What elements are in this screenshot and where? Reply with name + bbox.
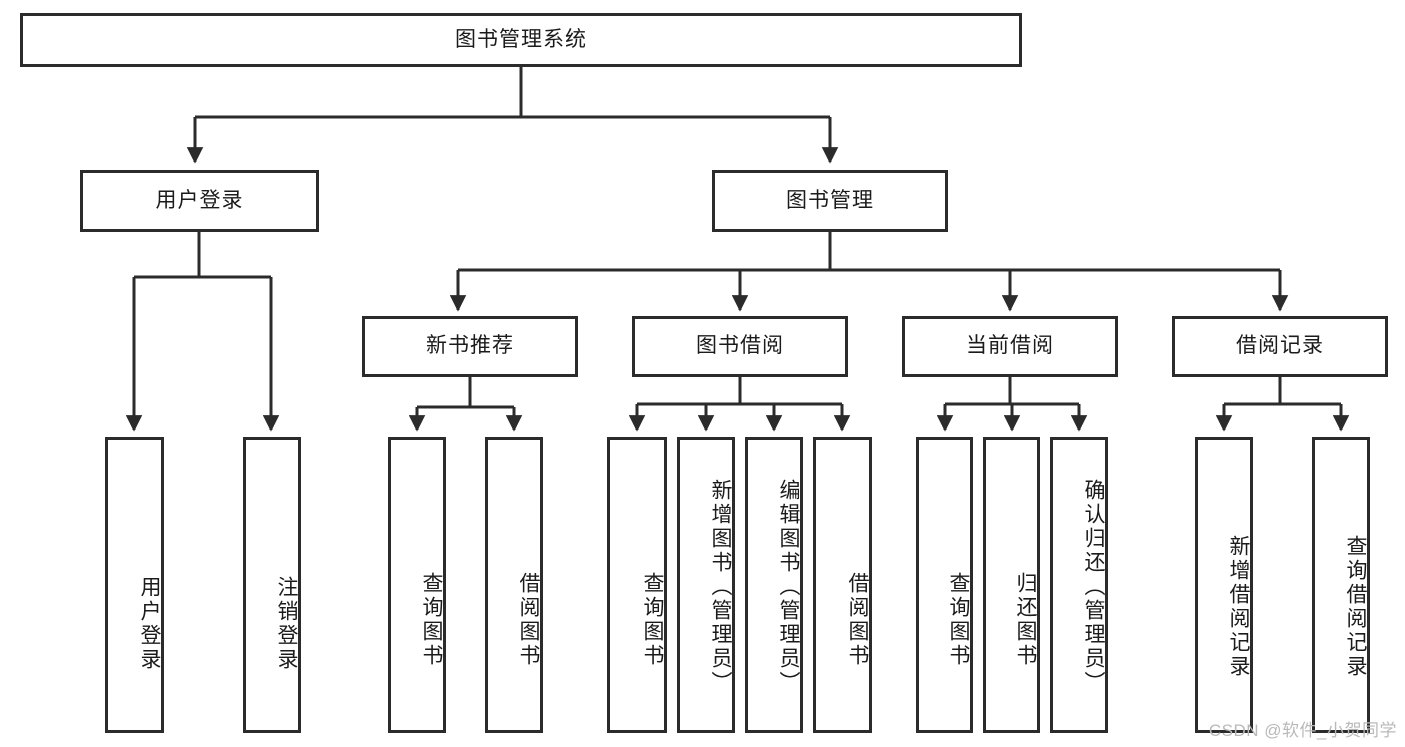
watermark: CSDN @软件_小贺同学 bbox=[1208, 721, 1397, 740]
leaf-query-book-borrow[interactable]: 查询图书 bbox=[607, 437, 667, 733]
leaf-return-book-label: 归还图书 bbox=[1014, 572, 1037, 668]
leaf-return-book[interactable]: 归还图书 bbox=[983, 437, 1040, 733]
leaf-edit-book-admin-label: 编辑图书（管理员） bbox=[777, 479, 800, 695]
node-new-book-recommend[interactable]: 新书推荐 bbox=[362, 316, 578, 377]
node-book-management[interactable]: 图书管理 bbox=[712, 170, 948, 232]
leaf-add-book-admin-label: 新增图书（管理员） bbox=[709, 479, 732, 695]
node-borrow-record-label: 借阅记录 bbox=[1236, 334, 1324, 358]
leaf-query-book-current[interactable]: 查询图书 bbox=[916, 437, 973, 733]
leaf-add-borrow-record-label: 新增借阅记录 bbox=[1227, 535, 1250, 679]
node-book-management-label: 图书管理 bbox=[786, 188, 874, 212]
node-book-borrow[interactable]: 图书借阅 bbox=[632, 316, 848, 377]
leaf-add-borrow-record[interactable]: 新增借阅记录 bbox=[1195, 437, 1253, 733]
leaf-borrow-book[interactable]: 借阅图书 bbox=[813, 437, 872, 733]
leaf-confirm-return-admin-label: 确认归还（管理员） bbox=[1082, 479, 1105, 695]
leaf-query-borrow-record[interactable]: 查询借阅记录 bbox=[1312, 437, 1370, 733]
node-current-borrow[interactable]: 当前借阅 bbox=[902, 316, 1118, 377]
node-root-label: 图书管理系统 bbox=[455, 27, 587, 51]
leaf-user-login[interactable]: 用户登录 bbox=[105, 437, 164, 733]
leaf-confirm-return-admin[interactable]: 确认归还（管理员） bbox=[1050, 437, 1108, 733]
leaf-user-login-label: 用户登录 bbox=[138, 576, 161, 672]
node-user-login[interactable]: 用户登录 bbox=[80, 170, 319, 232]
node-user-login-label: 用户登录 bbox=[155, 188, 244, 212]
leaf-borrow-book-recommend[interactable]: 借阅图书 bbox=[485, 437, 543, 733]
leaf-query-book-recommend-label: 查询图书 bbox=[420, 572, 443, 668]
leaf-query-book-recommend[interactable]: 查询图书 bbox=[388, 437, 446, 733]
leaf-query-book-current-label: 查询图书 bbox=[947, 572, 970, 668]
leaf-query-book-borrow-label: 查询图书 bbox=[641, 572, 664, 668]
leaf-borrow-book-recommend-label: 借阅图书 bbox=[517, 572, 540, 668]
node-book-borrow-label: 图书借阅 bbox=[696, 334, 784, 358]
node-current-borrow-label: 当前借阅 bbox=[966, 334, 1054, 358]
node-borrow-record[interactable]: 借阅记录 bbox=[1172, 316, 1388, 377]
node-new-book-recommend-label: 新书推荐 bbox=[426, 334, 514, 358]
leaf-add-book-admin[interactable]: 新增图书（管理员） bbox=[677, 437, 735, 733]
leaf-edit-book-admin[interactable]: 编辑图书（管理员） bbox=[745, 437, 803, 733]
leaf-user-logout-label: 注销登录 bbox=[275, 576, 298, 672]
leaf-user-logout[interactable]: 注销登录 bbox=[243, 437, 301, 733]
node-root[interactable]: 图书管理系统 bbox=[20, 13, 1022, 67]
leaf-borrow-book-label: 借阅图书 bbox=[846, 572, 869, 668]
leaf-query-borrow-record-label: 查询借阅记录 bbox=[1344, 535, 1367, 679]
